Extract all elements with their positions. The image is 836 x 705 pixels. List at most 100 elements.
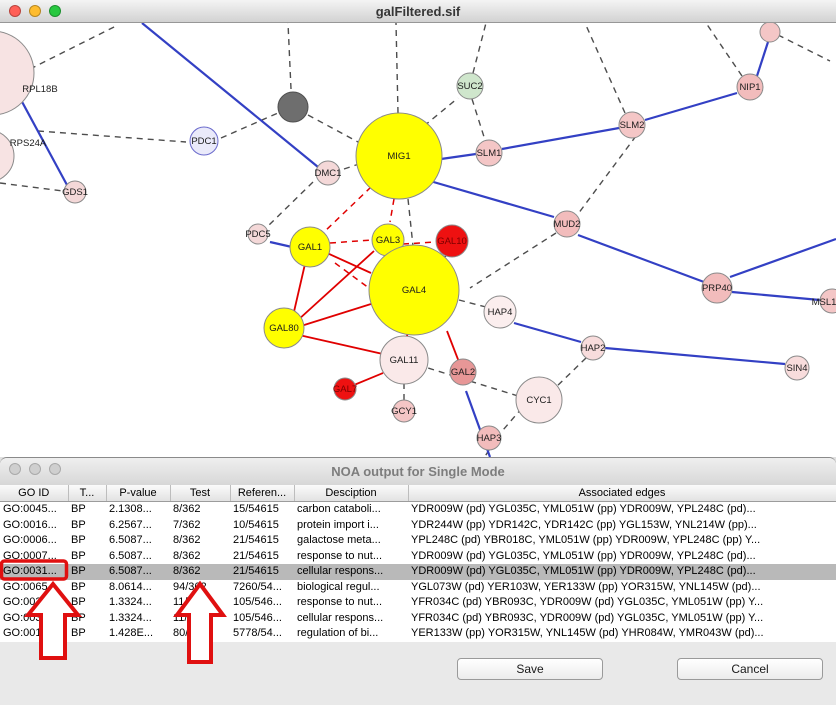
node-mud2[interactable]: MUD2: [553, 210, 581, 238]
node-gds1[interactable]: GDS1: [62, 180, 88, 204]
network-edge-pp[interactable]: [705, 22, 743, 77]
network-edge-rd[interactable]: [334, 262, 378, 295]
node-slm2[interactable]: SLM2: [618, 111, 646, 139]
network-edge-pp[interactable]: [220, 112, 279, 139]
network-edge-pp[interactable]: [584, 22, 626, 114]
column-header[interactable]: GO ID: [0, 485, 69, 502]
network-edge-blue[interactable]: [729, 237, 836, 279]
column-header[interactable]: Test: [170, 485, 231, 502]
network-edge-blue[interactable]: [513, 321, 582, 344]
node-hap4[interactable]: HAP4: [483, 295, 517, 329]
cancel-button[interactable]: Cancel: [677, 658, 823, 680]
node-pdc5[interactable]: PDC5: [245, 223, 271, 245]
network-edge-blue[interactable]: [269, 240, 293, 249]
network-edge-rd[interactable]: [329, 239, 373, 244]
column-header[interactable]: Desciption: [294, 485, 409, 502]
node-hap2[interactable]: HAP2: [580, 335, 606, 361]
node-gal10[interactable]: GAL10: [435, 224, 469, 258]
node-slm1[interactable]: SLM1: [475, 139, 503, 167]
node-sin4[interactable]: SIN4: [784, 355, 810, 381]
graph-window-titlebar[interactable]: galFiltered.sif: [0, 0, 836, 23]
network-edge-red[interactable]: [353, 372, 384, 386]
network-edge-red[interactable]: [292, 263, 306, 317]
node-gal4[interactable]: GAL4: [368, 244, 460, 336]
column-header[interactable]: Referen...: [230, 485, 295, 502]
node-suc2[interactable]: SUC2: [456, 72, 484, 100]
network-edge-blue[interactable]: [731, 290, 821, 302]
network-edge-pp[interactable]: [29, 24, 119, 70]
node-rps24a[interactable]: RPS24A: [0, 130, 47, 182]
node-nip1[interactable]: NIP1: [736, 73, 764, 101]
network-edge-pp[interactable]: [437, 254, 448, 264]
node-gal11[interactable]: GAL11: [379, 335, 429, 385]
network-edge-pp[interactable]: [552, 357, 587, 391]
node-gal7[interactable]: GAL7: [333, 377, 357, 401]
network-edge-pp[interactable]: [458, 299, 487, 308]
network-edge-rd[interactable]: [389, 198, 395, 223]
network-edge-pp[interactable]: [577, 135, 637, 215]
node-edge-node-top[interactable]: [759, 21, 781, 43]
network-edge-red[interactable]: [298, 334, 384, 355]
noa-window-titlebar[interactable]: NOA output for Single Mode: [0, 458, 836, 486]
column-header[interactable]: P-value: [106, 485, 171, 502]
network-edge-pp[interactable]: [423, 97, 459, 127]
network-edge-rd[interactable]: [321, 186, 372, 235]
network-edge-red[interactable]: [446, 330, 460, 363]
network-edge-blue[interactable]: [577, 233, 705, 284]
network-edge-red[interactable]: [297, 250, 375, 321]
network-edge-pp[interactable]: [471, 98, 486, 141]
network-edge-pp[interactable]: [469, 232, 557, 289]
node-gal1[interactable]: GAL1: [289, 226, 331, 268]
close-button[interactable]: [9, 5, 21, 17]
network-edge-pp[interactable]: [472, 22, 487, 74]
network-edge-red[interactable]: [300, 303, 372, 327]
network-edge-blue[interactable]: [429, 179, 555, 219]
node-gcy1[interactable]: GCY1: [391, 399, 417, 423]
node-unnamed-gray[interactable]: [277, 91, 309, 123]
zoom-button[interactable]: [49, 5, 61, 17]
network-edge-pp[interactable]: [407, 198, 414, 247]
node-dmc1[interactable]: DMC1: [315, 160, 342, 186]
network-edge-pp[interactable]: [266, 181, 314, 228]
network-edge-blue[interactable]: [604, 346, 786, 366]
column-header[interactable]: Associated edges: [408, 485, 836, 502]
noa-minimize-button[interactable]: [29, 463, 41, 475]
column-header[interactable]: T...: [68, 485, 107, 502]
node-prp40[interactable]: PRP40: [701, 272, 733, 304]
node-gal2[interactable]: GAL2: [449, 358, 477, 386]
node-rpl18b[interactable]: RPL18B: [0, 31, 58, 115]
network-edge-blue[interactable]: [501, 126, 620, 151]
node-cyc1[interactable]: CYC1: [515, 376, 563, 424]
network-edge-pp[interactable]: [287, 22, 292, 90]
save-button[interactable]: Save: [457, 658, 603, 680]
network-edge-blue[interactable]: [440, 152, 477, 161]
network-edge-pp[interactable]: [777, 34, 831, 62]
network-edge-blue[interactable]: [644, 91, 738, 122]
network-edge-pp[interactable]: [427, 367, 519, 397]
node-gal80[interactable]: GAL80: [263, 307, 305, 349]
network-edge-pp[interactable]: [307, 114, 361, 144]
noa-close-button[interactable]: [9, 463, 21, 475]
noa-zoom-button[interactable]: [49, 463, 61, 475]
minimize-button[interactable]: [29, 5, 41, 17]
node-mig1[interactable]: MIG1: [355, 112, 443, 200]
network-edge-red[interactable]: [326, 252, 372, 274]
network-edge-rd[interactable]: [402, 241, 437, 245]
node-msl1[interactable]: MSL1: [812, 288, 836, 314]
node-pdc1[interactable]: PDC1: [189, 126, 219, 156]
node-hap3[interactable]: HAP3: [476, 425, 502, 451]
network-edge-pp[interactable]: [37, 130, 187, 143]
network-edge-blue[interactable]: [141, 22, 319, 168]
network-edge-pp[interactable]: [0, 182, 64, 192]
network-edge-pp[interactable]: [395, 22, 399, 114]
